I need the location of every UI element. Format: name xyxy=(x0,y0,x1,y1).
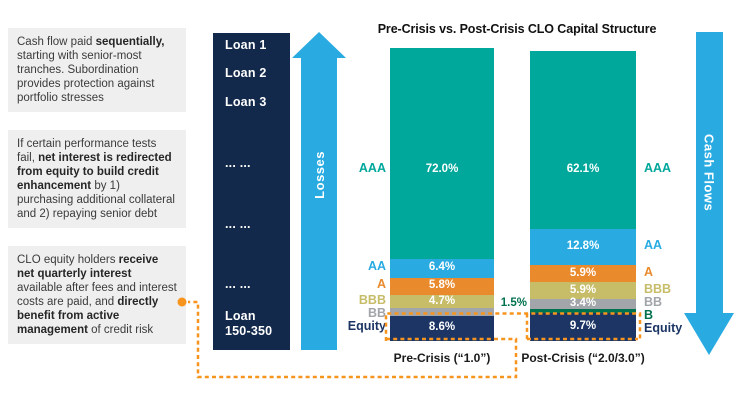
loan-item: Loan 2 xyxy=(225,66,267,80)
loan-item: ... ... xyxy=(225,277,251,291)
annotation-text: net interest is redirected from equity t… xyxy=(17,152,172,192)
segment-value-label: 6.4% xyxy=(428,261,456,274)
tranche-label-aaa: AAA xyxy=(644,161,672,175)
segment-value-label: 5.8% xyxy=(428,279,456,292)
chart-title: Pre-Crisis vs. Post-Crisis CLO Capital S… xyxy=(377,22,657,36)
category-label: Pre-Crisis (“1.0”) xyxy=(393,351,491,365)
annotation-text: Cash flow paid xyxy=(17,36,96,48)
segment-value-label: 5.9% xyxy=(569,283,597,296)
annotation-text: If certain performance tests fail, xyxy=(17,138,157,164)
tranche-label-equity: Equity xyxy=(347,319,386,334)
segment-value-label: 3.4% xyxy=(569,297,597,310)
bar-segment-a xyxy=(390,277,494,295)
annotation-text: by 1) purchasing additional collateral a… xyxy=(17,180,175,220)
bar-segment-aaa xyxy=(530,51,636,229)
annotation-box: CLO equity holders receive net quarterly… xyxy=(8,246,186,344)
bar-segment-bb xyxy=(530,299,636,309)
tranche-label-bb: BB xyxy=(644,295,663,310)
loan-collateral-column: Loan 1 Loan 2 Loan 3 ... ... ... ... ... ... L… xyxy=(213,33,290,350)
cash-flows-arrow-head xyxy=(684,313,734,355)
tranche-label-bbb: BBB xyxy=(644,281,672,296)
bar-segment-aa xyxy=(530,228,636,266)
segment-value-label: 5.9% xyxy=(569,266,597,279)
annotation-text: sequentially, xyxy=(95,36,165,48)
cash-flows-arrow-label: Cash Flows xyxy=(701,133,717,212)
segment-value-label: 72.0% xyxy=(425,163,459,175)
segment-value-label: 62.1% xyxy=(566,163,600,175)
tranche-label-aa: AA xyxy=(644,238,663,253)
bar-segment-aa xyxy=(390,258,494,278)
tranche-label-aaa: AAA xyxy=(358,161,386,175)
tranche-label-equity: Equity xyxy=(644,321,683,336)
loan-item: Loan 1 xyxy=(225,38,267,52)
bar-segment-b xyxy=(530,308,636,314)
loan-item: Loan 3 xyxy=(225,95,267,109)
loan-item: Loan 150-350 xyxy=(225,309,273,338)
tranche-label-bbb: BBB xyxy=(358,292,386,307)
annotation-text: CLO equity holders xyxy=(17,254,119,266)
tranche-label-bb: BB xyxy=(367,305,386,320)
segment-value-label: 4.7% xyxy=(428,294,456,307)
segment-value-label: 12.8% xyxy=(566,240,600,253)
tranche-label-a: A xyxy=(644,264,654,279)
cash-flows-arrow-shaft: Cash Flows xyxy=(695,32,723,313)
annotation-box: If certain performance tests fail, net i… xyxy=(8,130,186,228)
loan-item: ... ... xyxy=(225,156,251,170)
category-label: Post-Crisis (“2.0/3.0”) xyxy=(521,351,645,365)
tranche-label-aa: AA xyxy=(367,259,386,274)
gap-value-label: 1.5% xyxy=(500,296,527,309)
annotation-text: directly benefit from active management xyxy=(17,296,159,336)
losses-arrow-label: Losses xyxy=(311,151,327,199)
tranche-label-a: A xyxy=(376,277,386,292)
bar-segment-aaa xyxy=(390,48,494,259)
segment-value-label: 9.7% xyxy=(569,320,597,333)
annotation-text: available after fees and interest costs … xyxy=(17,282,177,308)
bar-segment-bb xyxy=(390,308,494,316)
tranche-label-b: B xyxy=(644,308,654,323)
annotation-text: receive net quarterly interest xyxy=(17,254,159,280)
annotation-text: starting with senior-most tranches. Subo… xyxy=(17,50,155,104)
annotation-text: of credit risk xyxy=(87,324,154,336)
cash-flows-arrow: Cash Flows xyxy=(684,32,734,355)
bar-segment-a xyxy=(530,265,636,283)
loan-item: ... ... xyxy=(225,217,251,231)
bar-segment-bbb xyxy=(530,282,636,300)
annotation-box: Cash flow paid sequentially, starting wi… xyxy=(8,28,186,112)
losses-arrow-head xyxy=(292,32,346,58)
segment-value-label: 8.6% xyxy=(428,321,456,334)
